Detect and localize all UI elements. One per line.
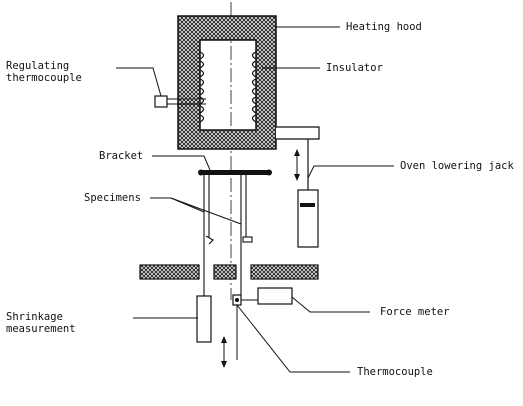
shrinkage-measurement-label-line1: Shrinkage (6, 311, 63, 323)
oven-lowering-jack (276, 126, 320, 248)
heating-hood-label: Heating hood (346, 21, 422, 33)
force-meter-label: Force meter (380, 306, 450, 318)
base-plate (139, 264, 319, 280)
thermocouple-label: Thermocouple (357, 366, 433, 378)
force-meter (232, 287, 293, 306)
regulating-thermocouple-label-line2: thermocouple (6, 72, 82, 84)
regulating-thermocouple-label-line1: Regulating (6, 60, 70, 72)
heating-hood (177, 15, 277, 150)
bracket (198, 169, 272, 176)
specimens-label: Specimens (84, 192, 141, 204)
shrinkage-gauge (196, 295, 212, 343)
oven-lowering-jack-label: Oven lowering jack (400, 160, 514, 172)
bracket-label: Bracket (99, 150, 144, 162)
leader-lines (116, 26, 394, 373)
specimen-movement-arrow (221, 336, 227, 368)
specimen-rods (203, 175, 253, 340)
shrinkage-measurement-label-line2: measurement (6, 323, 76, 335)
insulator-coils (199, 51, 257, 123)
jack-movement-arrow (294, 149, 300, 181)
insulator-label: Insulator (326, 62, 383, 74)
